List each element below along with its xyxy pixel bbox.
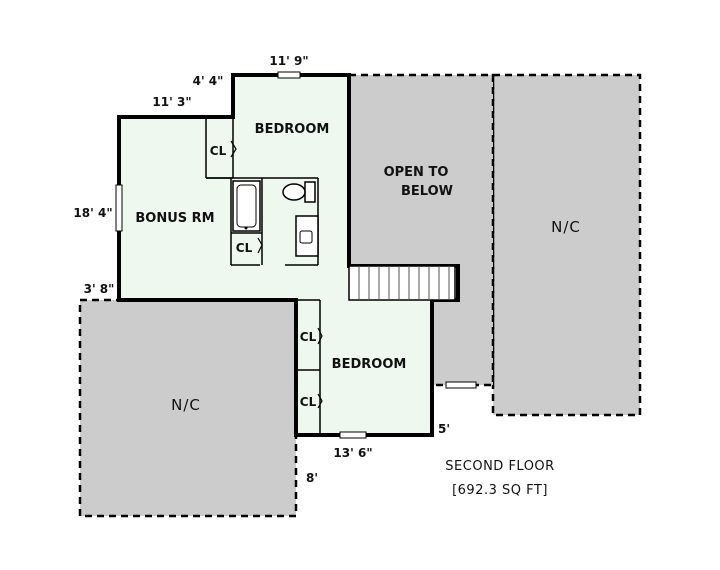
room-label-bedroom-lower: BEDROOM <box>332 357 407 372</box>
dim-lower-right: 8' <box>306 471 318 485</box>
room-label-bonus-room: BONUS RM <box>135 211 214 226</box>
closet-label-lower-2: CL <box>300 395 317 409</box>
floor-area <box>119 75 458 435</box>
room-label-open-to-below-1: OPEN TO <box>384 165 449 180</box>
closet-label-upper: CL <box>210 144 227 158</box>
tub-icon <box>232 180 261 232</box>
room-label-nc-right: N/C <box>551 218 581 236</box>
toilet-icon <box>282 181 316 203</box>
plan-title-area: [692.3 SQ FT] <box>452 483 548 498</box>
room-label-open-to-below-2: BELOW <box>401 184 453 199</box>
nc-area-left <box>78 298 298 518</box>
sink-icon <box>295 215 319 257</box>
interior-walls <box>205 117 321 435</box>
dim-right-short: 5' <box>438 422 450 436</box>
dim-top-width: 11' 9" <box>269 54 308 68</box>
plan-title-floor: SECOND FLOOR <box>445 459 554 474</box>
dim-left-height: 18' 4" <box>73 206 112 220</box>
open-to-below-area <box>349 75 493 385</box>
room-labels: BEDROOM BONUS RM OPEN TO BELOW BEDROOM N… <box>135 122 581 414</box>
closet-label-lower-1: CL <box>300 330 317 344</box>
windows <box>115 71 477 439</box>
dim-step-top: 4' 4" <box>193 74 224 88</box>
room-label-nc-left: N/C <box>171 396 201 414</box>
closet-doors <box>230 140 323 409</box>
dim-left-lower: 3' 8" <box>84 282 115 296</box>
stairs <box>348 265 456 301</box>
closet-labels: CL CL CL CL <box>210 144 317 409</box>
dimension-labels: 11' 9" 4' 4" 11' 3" 18' 4" 3' 8" 13' 6" … <box>73 54 450 485</box>
dim-bottom-width: 13' 6" <box>333 446 372 460</box>
room-label-bedroom-upper: BEDROOM <box>255 122 330 137</box>
closet-label-bath: CL <box>236 241 253 255</box>
nc-area-right <box>491 73 642 417</box>
dim-step-left: 11' 3" <box>152 95 191 109</box>
plan-title: SECOND FLOOR [692.3 SQ FT] <box>445 459 554 498</box>
